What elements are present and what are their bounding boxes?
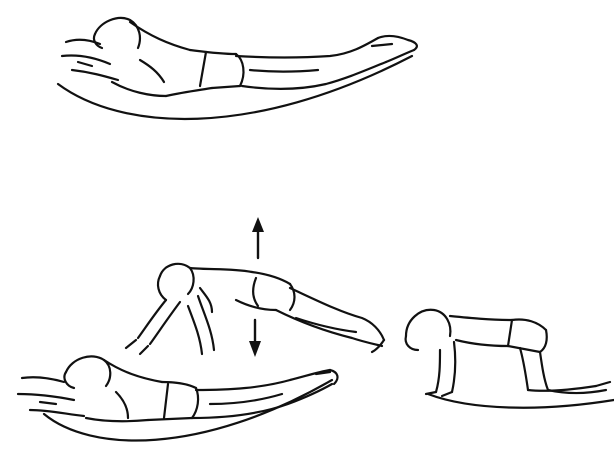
person-quadruped-figure <box>406 310 614 408</box>
mat-curve <box>58 56 412 119</box>
mat-curve <box>428 394 614 408</box>
person-prone-lying-figure <box>18 356 337 440</box>
arrow-up-icon <box>252 217 264 258</box>
arrow-down-icon <box>249 320 261 357</box>
person-prone-extension-figure <box>58 18 417 119</box>
mat-curve <box>44 380 332 441</box>
